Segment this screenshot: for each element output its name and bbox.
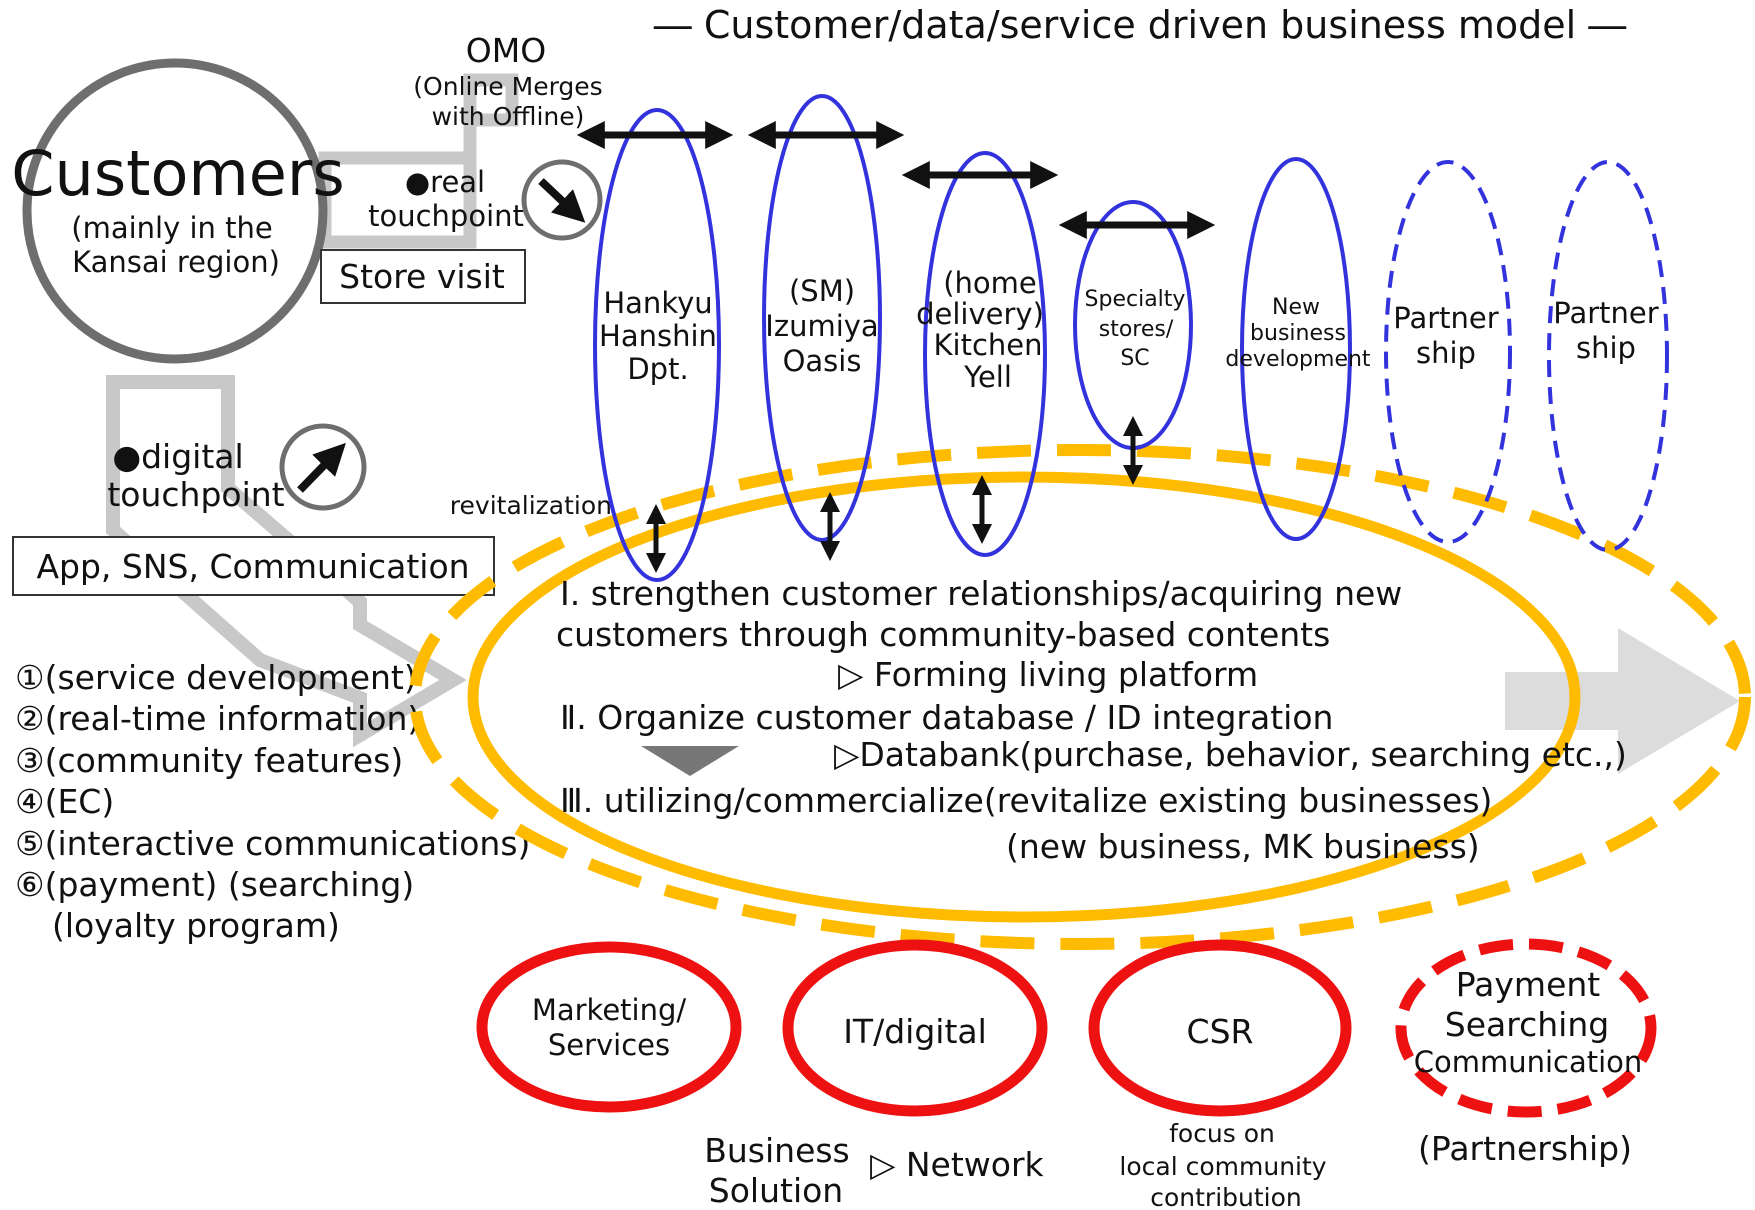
service-item: ②(real-time information) (15, 699, 420, 738)
customers-title: Customers (11, 137, 344, 210)
function-ellipse-marketing (476, 941, 742, 1113)
function-label-line: Payment (1456, 965, 1601, 1004)
business-label-line: (home (943, 266, 1037, 300)
business-label-partnership-1: Partner ship (1393, 301, 1498, 370)
function-label-line: Marketing/ (532, 993, 687, 1027)
business-link-arrows (576, 121, 1216, 239)
real-touchpoint-direction-icon (521, 159, 603, 241)
function-ellipse-payment (1395, 938, 1657, 1118)
down-triangle-icon (641, 746, 739, 776)
service-item: ③(community features) (15, 741, 403, 780)
business-solution-line1: Business (704, 1131, 850, 1170)
network-label: ▷ Network (870, 1145, 1045, 1184)
business-ellipse-partnership-1 (1384, 160, 1512, 544)
business-label-partnership-2: Partner ship (1553, 296, 1658, 365)
platform-line: ▷ Forming living platform (838, 655, 1258, 694)
service-item: ⑥(payment) (searching) (15, 865, 414, 904)
business-label-line: Hanshin (599, 319, 717, 353)
business-label-line: ship (1576, 331, 1636, 365)
customers-subtitle-line2: Kansai region) (72, 245, 280, 279)
business-label-line: Dpt. (627, 352, 688, 386)
csr-caption-line2: local community (1119, 1152, 1326, 1181)
function-ellipse-csr (1088, 939, 1352, 1117)
platform-inner-ellipse (467, 471, 1581, 923)
business-label-line: Izumiya (765, 309, 878, 343)
business-label-line: SC (1120, 346, 1149, 371)
business-label-line: Partner (1393, 301, 1498, 335)
customers-circle (22, 58, 328, 364)
business-label-line: (SM) (789, 274, 855, 308)
business-ellipse-new-business (1240, 157, 1352, 541)
real-touchpoint-line1: ●real (405, 165, 485, 199)
platform-outer-dashed-ellipse (409, 444, 1751, 950)
platform-line: Ⅲ. utilizing/commercialize(revitalize ex… (560, 781, 1492, 820)
business-label-line: business (1250, 321, 1346, 346)
business-label-line: Partner (1553, 296, 1658, 330)
platform-line: Ⅰ. strengthen customer relationships/acq… (560, 574, 1402, 613)
business-label-line: Specialty (1085, 287, 1186, 312)
digital-touchpoint-flow-arrow (106, 375, 467, 748)
platform-line: (new business, MK business) (1006, 827, 1480, 866)
platform-line: customers through community-based conten… (556, 615, 1330, 654)
csr-caption-line1: focus on (1169, 1119, 1275, 1148)
store-visit-box (320, 249, 526, 304)
business-label-hankyu-hanshin: Hankyu Hanshin Dpt. (599, 286, 717, 386)
business-label-kitchen-yell: (home delivery) Kitchen Yell (916, 266, 1044, 394)
omo-label: OMO (466, 31, 546, 70)
platform-text: Ⅰ. strengthen customer relationships/acq… (556, 574, 1627, 866)
platform-line: Ⅱ. Organize customer database / ID integ… (560, 698, 1333, 737)
business-label-line: delivery) (916, 297, 1044, 331)
business-label-specialty-stores: Specialty stores/ SC (1085, 287, 1186, 371)
service-item: (loyalty program) (52, 906, 340, 945)
business-label-line: ship (1416, 336, 1476, 370)
service-item: ①(service development) (15, 658, 417, 697)
digital-touchpoint-line1: ●digital (112, 437, 243, 476)
business-label-line: Yell (963, 360, 1012, 394)
customers-subtitle-line1: (mainly in the (71, 211, 272, 245)
service-item: ④(EC) (15, 782, 114, 821)
app-sns-label: App, SNS, Communication (36, 547, 469, 586)
business-label-line: development (1225, 347, 1371, 372)
function-label-line: Searching (1445, 1005, 1609, 1044)
service-item: ⑤(interactive communications) (15, 824, 530, 863)
business-label-line: Hankyu (603, 286, 712, 320)
growth-direction-arrow (1505, 628, 1740, 774)
digital-touchpoint-direction-icon (279, 423, 367, 511)
function-label-line: Communication (1414, 1045, 1643, 1079)
page-title: ― Customer/data/service driven business … (654, 3, 1627, 47)
function-label-csr: CSR (1187, 1012, 1254, 1051)
business-label-new-business: New business development (1225, 295, 1371, 372)
services-list: ①(service development) ②(real-time infor… (15, 658, 530, 945)
function-label-it-digital: IT/digital (843, 1012, 987, 1051)
business-ellipse-hankyu-hanshin (593, 108, 721, 582)
business-label-line: New (1272, 295, 1320, 320)
platform-link-arrows (646, 416, 1143, 573)
business-label-izumiya-oasis: (SM) Izumiya Oasis (765, 274, 878, 378)
business-label-line: stores/ (1099, 317, 1174, 342)
store-visit-label: Store visit (339, 257, 505, 296)
real-touchpoint-flow-arrow (318, 73, 519, 249)
business-ellipse-kitchen-yell (923, 151, 1047, 557)
revitalization-label: revitalization (450, 491, 612, 520)
business-label-line: Oasis (783, 344, 862, 378)
platform-line: ▷Databank(purchase, behavior, searching … (834, 735, 1627, 774)
real-touchpoint-line2: touchpoint (368, 199, 524, 233)
function-label-line: IT/digital (843, 1012, 987, 1051)
omo-sub-line1: (Online Merges (413, 72, 602, 101)
business-label-line: Kitchen (934, 328, 1043, 362)
business-ellipse-partnership-2 (1547, 160, 1669, 552)
function-label-marketing: Marketing/ Services (532, 993, 687, 1062)
business-solution-line2: Solution (709, 1171, 843, 1210)
csr-caption-line3: contribution (1150, 1183, 1302, 1210)
digital-touchpoint-line2: touchpoint (107, 475, 284, 514)
function-label-line: CSR (1187, 1012, 1254, 1051)
function-ellipse-it-digital (782, 939, 1048, 1117)
omo-sub-line2: with Offline) (432, 102, 585, 131)
function-label-payment: Payment Searching Communication (1414, 965, 1643, 1079)
app-sns-box (12, 536, 495, 596)
function-label-line: Services (548, 1028, 670, 1062)
partnership-caption: (Partnership) (1418, 1129, 1632, 1168)
